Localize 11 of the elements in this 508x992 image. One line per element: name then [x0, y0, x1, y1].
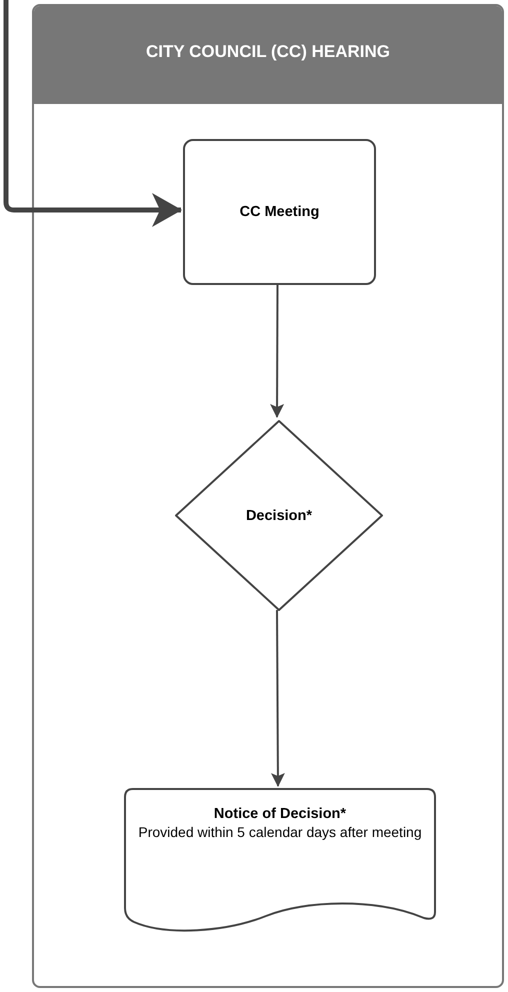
arrow — [270, 283, 284, 418]
process-box — [183, 139, 376, 285]
box-label: CC Meeting — [240, 204, 320, 220]
decision-label: Decision* — [246, 508, 312, 524]
arrow — [270, 610, 285, 787]
swimlane — [32, 4, 504, 988]
decision-diamond — [174, 419, 384, 612]
arrow — [4, 0, 182, 227]
document-title: Notice of Decision* — [214, 806, 346, 822]
document-text: Provided within 5 calendar days after meeting — [137, 824, 423, 841]
lane-title: CITY COUNCIL (CC) HEARING — [145, 42, 391, 62]
